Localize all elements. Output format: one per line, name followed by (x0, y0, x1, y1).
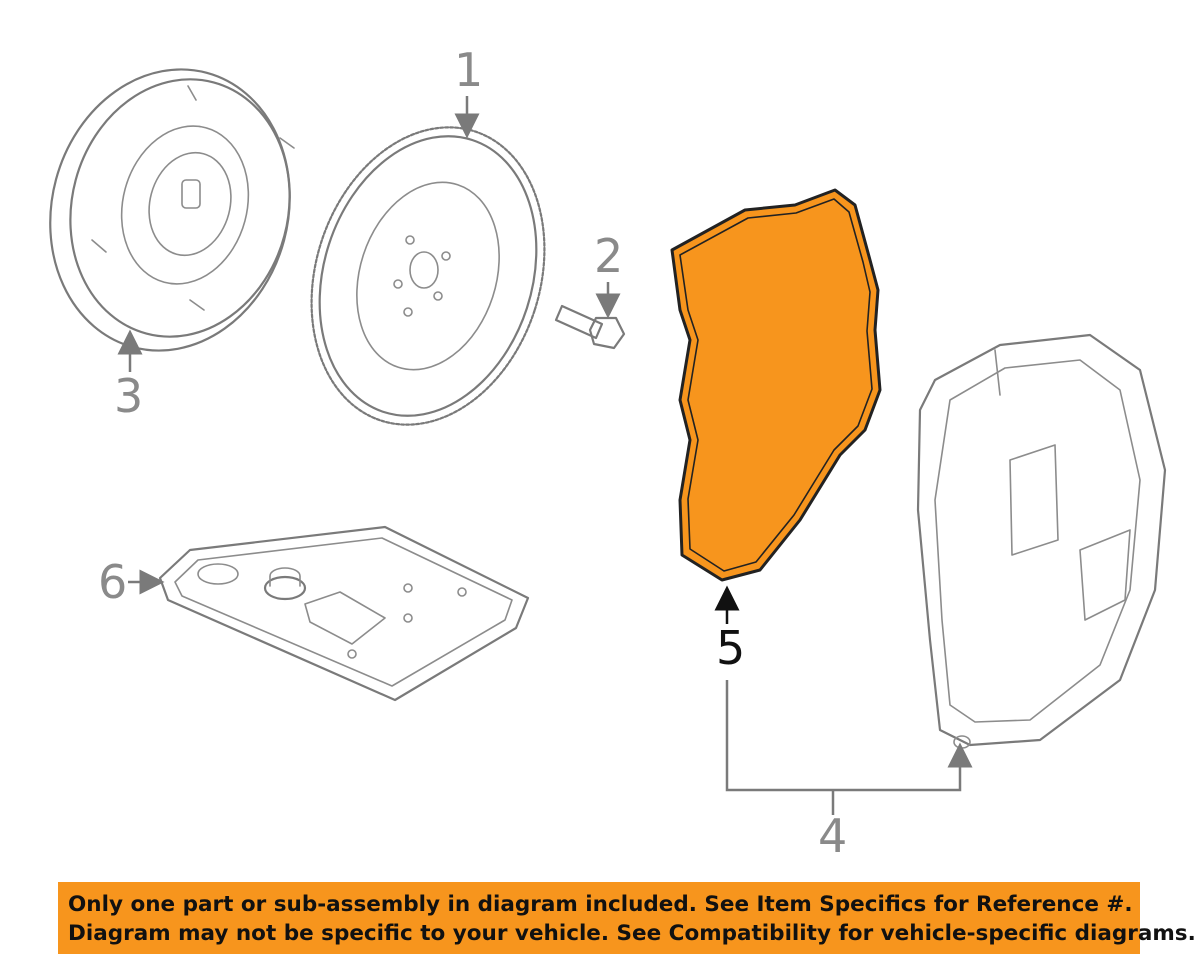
callout-3: 3 (114, 369, 143, 423)
leader-4 (725, 680, 973, 792)
callout-4: 4 (818, 809, 847, 863)
disclaimer-line-2: Diagram may not be specific to your vehi… (68, 921, 1196, 946)
pan-gasket (670, 188, 882, 582)
callout-2: 2 (594, 229, 623, 283)
oil-pan (916, 333, 1167, 749)
flexplate (310, 126, 546, 426)
bolt (554, 304, 626, 350)
disclaimer-line-1: Only one part or sub-assembly in diagram… (68, 892, 1133, 917)
parts-diagram: 3 1 2 5 6 (49, 43, 1167, 863)
callout-1: 1 (454, 43, 483, 97)
disclaimer-banner: Only one part or sub-assembly in diagram… (58, 882, 1196, 954)
callout-6: 6 (98, 555, 127, 609)
callout-5: 5 (716, 621, 745, 675)
filter (158, 525, 530, 702)
torque-converter (49, 68, 295, 352)
